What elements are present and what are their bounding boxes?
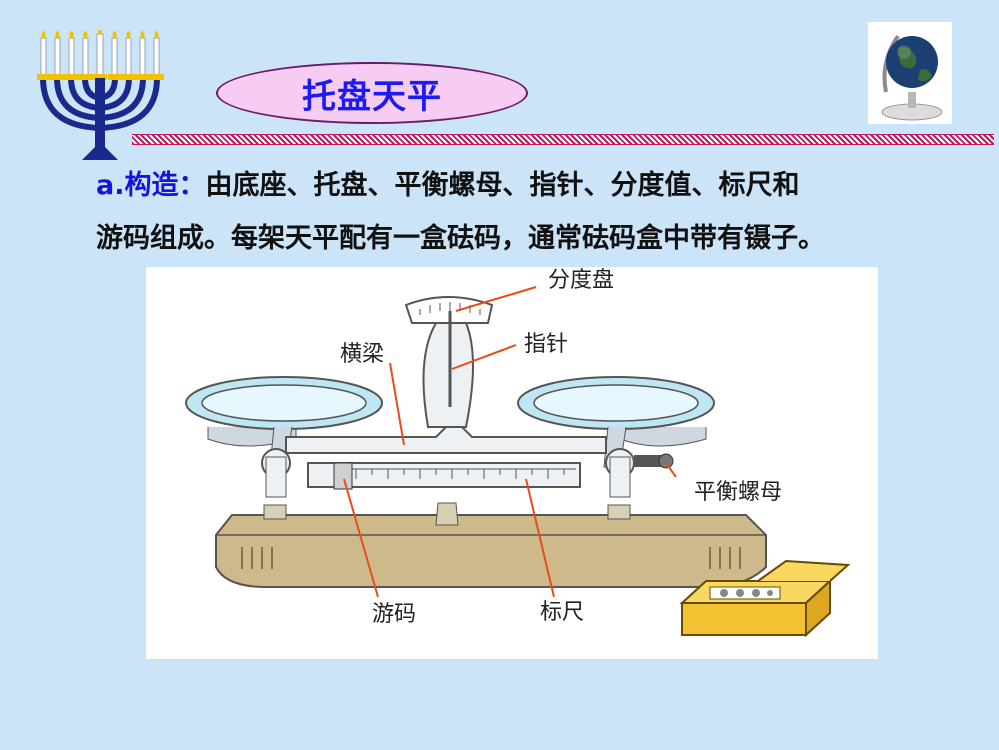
paragraph-line-1-text: 由底座、托盘、平衡螺母、指针、分度值、标尺和 — [205, 170, 800, 201]
callout-lines — [343, 286, 677, 598]
paragraph-line-2: 游码组成。每架天平配有一盒砝码，通常砝码盒中带有镊子。 — [96, 216, 825, 255]
title-oval: 托盘天平 — [216, 62, 528, 124]
globe-icon — [868, 22, 952, 124]
decorative-divider — [132, 134, 994, 145]
scale-rail — [307, 462, 581, 490]
balance-beam — [261, 296, 674, 498]
paragraph-lead: a.构造： — [96, 170, 206, 201]
paragraph-line-2-text: 游码组成。每架天平配有一盒砝码，通常砝码盒中带有镊子。 — [96, 223, 825, 254]
left-pan — [185, 376, 383, 468]
balance-diagram: 分度盘 指针 横梁 平衡螺母 游码 标尺 — [146, 267, 878, 659]
label-beam: 横梁 — [340, 342, 384, 367]
label-balance-nut: 平衡螺母 — [694, 480, 782, 505]
label-rider: 游码 — [372, 602, 416, 627]
menorah-icon — [32, 29, 172, 162]
balance-base — [215, 502, 767, 588]
label-pointer: 指针 — [524, 332, 568, 357]
weight-box-icon — [679, 559, 851, 638]
label-scale: 标尺 — [540, 600, 584, 625]
label-dial: 分度盘 — [548, 268, 614, 293]
page-title: 托盘天平 — [302, 76, 442, 117]
paragraph-line-1: a.构造：由底座、托盘、平衡螺母、指针、分度值、标尺和 — [96, 163, 799, 202]
